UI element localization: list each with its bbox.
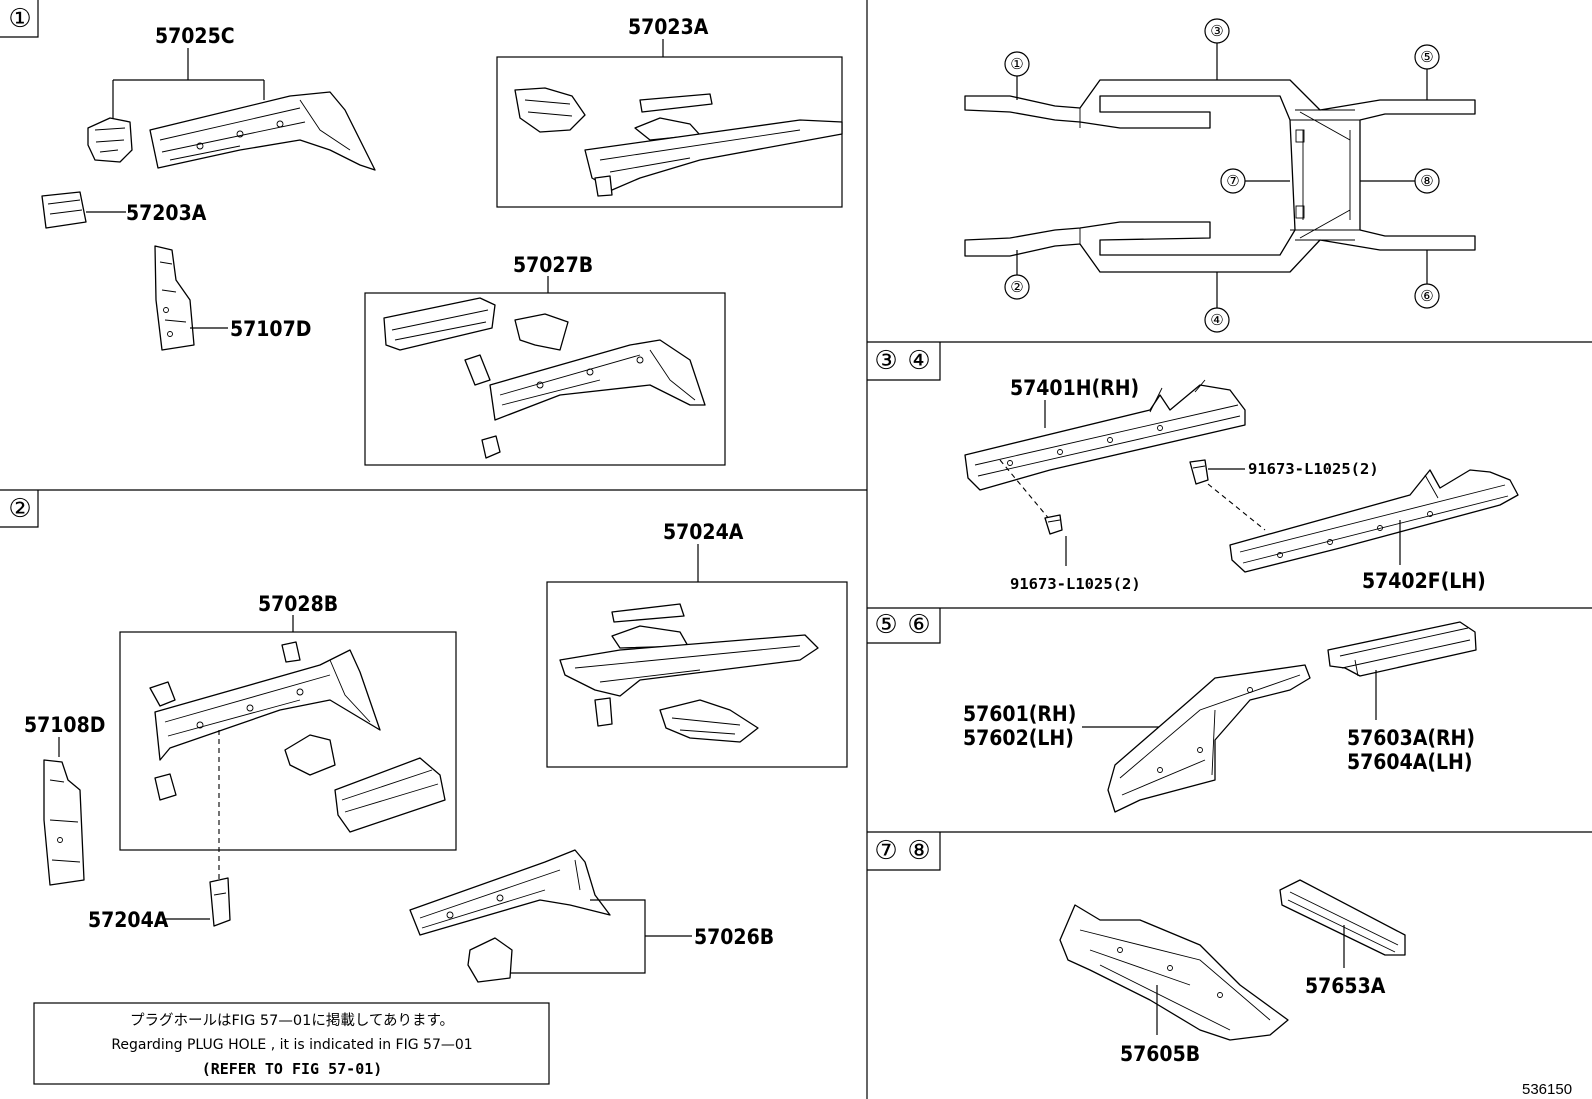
part-57024A-label: 57024A (663, 520, 744, 544)
part-57601-label: 57601(RH) (963, 702, 1076, 726)
svg-text:④: ④ (1210, 311, 1223, 329)
overview-callout-7: ⑦ (1220, 168, 1290, 194)
part-57601-drawing (1107, 664, 1311, 813)
svg-text:⑥: ⑥ (1420, 287, 1433, 305)
part-57025C-label: 57025C (155, 24, 235, 48)
leader-57025C (112, 48, 265, 120)
part-57025C-drawing (87, 91, 376, 171)
svg-text:⑤: ⑤ (1420, 48, 1433, 66)
plug-hole-note-box (33, 1002, 550, 1085)
overview-callout-3: ③ (1204, 18, 1230, 80)
part-57027B-label: 57027B (513, 253, 593, 277)
part-57401H-label: 57401H(RH) (1010, 376, 1139, 400)
svg-text:⑤: ⑤ (874, 610, 897, 640)
svg-text:⑦: ⑦ (874, 836, 897, 866)
svg-text:②: ② (1010, 278, 1023, 296)
bolt-91673-2-icon (1189, 459, 1209, 485)
figure-code: 536150 (1522, 1081, 1572, 1098)
section-56-badge: ⑤ ⑥ (867, 608, 941, 644)
section-34-badge: ③ ④ (867, 342, 941, 381)
group-57028B-frame (119, 631, 457, 851)
part-57023A-drawing (514, 87, 843, 197)
section-78-badge: ⑦ ⑧ (867, 832, 941, 871)
part-57605B-drawing (1059, 904, 1289, 1041)
svg-text:⑦: ⑦ (1226, 172, 1239, 190)
part-57028B-drawing (149, 641, 446, 833)
overview-callout-5: ⑤ (1414, 44, 1440, 100)
note-line-1: プラグホールはFIG 57—01に掲載してあります。 (130, 1012, 454, 1029)
part-57107D-label: 57107D (230, 317, 311, 341)
note-line-2: Regarding PLUG HOLE , it is indicated in… (111, 1037, 472, 1053)
leader-57026B (510, 899, 692, 974)
part-57602-label: 57602(LH) (963, 726, 1074, 750)
svg-text:⑧: ⑧ (907, 836, 930, 866)
part-57203A-label: 57203A (126, 201, 207, 225)
svg-text:②: ② (8, 494, 31, 524)
overview-callout-1: ① (1004, 51, 1030, 100)
part-57653A-drawing (1279, 879, 1406, 956)
svg-text:③: ③ (874, 346, 897, 376)
group-57027B-frame (364, 292, 726, 466)
section-2-badge: ② (0, 490, 39, 528)
part-91673-1-label: 91673-L1025(2) (1010, 575, 1141, 593)
part-57605B-label: 57605B (1120, 1042, 1200, 1066)
part-57023A-label: 57023A (628, 15, 709, 39)
bolt-dashed-2 (1207, 483, 1266, 531)
overview-callout-4: ④ (1204, 272, 1230, 333)
part-57203A-drawing (41, 191, 87, 229)
part-57027B-drawing (383, 297, 706, 459)
part-91673-2-label: 91673-L1025(2) (1248, 460, 1379, 478)
svg-text:⑥: ⑥ (907, 610, 930, 640)
part-57024A-drawing (559, 603, 819, 743)
bolt-dashed-1 (999, 459, 1051, 521)
group-57024A-frame (546, 581, 848, 768)
overview-callout-2: ② (1004, 250, 1030, 300)
frame-overview-drawing (964, 79, 1476, 273)
part-57204A-label: 57204A (88, 908, 169, 932)
overview-callout-8: ⑧ (1360, 168, 1440, 194)
note-line-3: (REFER TO FIG 57-01) (202, 1060, 383, 1078)
part-57026B-label: 57026B (694, 925, 774, 949)
part-57108D-drawing (43, 759, 85, 886)
svg-text:①: ① (8, 4, 31, 34)
part-57402F-label: 57402F(LH) (1362, 569, 1486, 593)
part-57204A-drawing (209, 877, 231, 927)
part-57107D-drawing (154, 245, 195, 351)
part-57603A-label: 57603A(RH) (1347, 726, 1475, 750)
section-1-badge: ① (0, 0, 39, 38)
svg-text:④: ④ (907, 346, 930, 376)
part-57108D-label: 57108D (24, 713, 105, 737)
svg-text:①: ① (1010, 55, 1023, 73)
bolt-91673-1-icon (1044, 514, 1063, 535)
part-57026B-drawing (409, 849, 611, 983)
part-57401H-drawing (964, 379, 1246, 491)
part-57604A-label: 57604A(LH) (1347, 750, 1472, 774)
overview-callout-6: ⑥ (1414, 250, 1440, 309)
svg-text:③: ③ (1210, 22, 1223, 40)
part-57402F-drawing (1229, 469, 1519, 573)
part-57653A-label: 57653A (1305, 974, 1386, 998)
part-57028B-label: 57028B (258, 592, 338, 616)
part-57603A-drawing (1327, 621, 1477, 677)
svg-text:⑧: ⑧ (1420, 172, 1433, 190)
